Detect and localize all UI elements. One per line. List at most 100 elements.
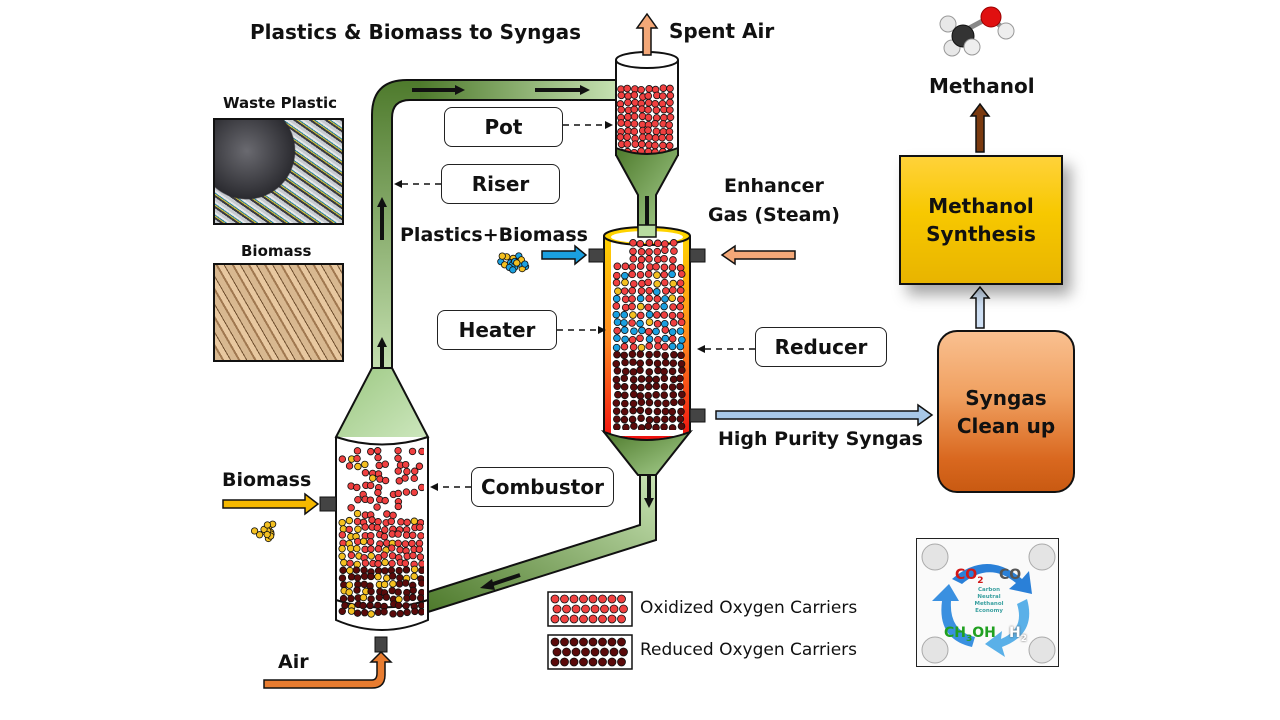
- legend-reduced-particle: [579, 637, 588, 647]
- plastic-particle: [668, 342, 677, 351]
- reduced-carrier-particle: [374, 601, 382, 610]
- biomass-particle: [636, 302, 645, 311]
- oxidized-carrier-particle: [630, 91, 639, 99]
- legend-reduced-particle: [598, 637, 607, 647]
- reduced-carrier-particle: [645, 350, 653, 359]
- callout-combustor: Combustor: [471, 467, 614, 507]
- cycle-center-4: Economy: [975, 608, 1003, 614]
- legend-oxidized-particle: [560, 614, 569, 624]
- oxidized-carrier-particle: [665, 121, 673, 129]
- reduced-carrier-particle: [620, 415, 629, 424]
- legend-reduced-particle: [552, 647, 562, 657]
- callout-leader-heater: [557, 326, 606, 334]
- legend-reduced-particle: [581, 647, 590, 657]
- reduced-carrier-particle: [620, 383, 629, 391]
- oxidized-carrier-particle: [416, 523, 424, 532]
- plastic-particle: [660, 320, 669, 328]
- reduced-carrier-particle: [630, 422, 638, 430]
- reduced-carrier-particle: [417, 601, 424, 610]
- oxidized-carrier-particle: [347, 551, 356, 559]
- plastics-biomass-label: Plastics+Biomass: [400, 224, 588, 246]
- oxidized-carrier-particle: [366, 538, 375, 546]
- oxidized-carrier-particle: [660, 113, 668, 122]
- reduced-carrier-particle: [676, 415, 685, 423]
- oxidized-carrier-particle: [410, 488, 418, 497]
- oxidized-carrier-particle: [367, 545, 375, 553]
- ch3oh-label-b: OH: [972, 625, 996, 641]
- reduced-carrier-particle: [653, 415, 661, 424]
- reduced-carrier-particle: [644, 422, 653, 430]
- oxidized-carrier-particle: [645, 239, 654, 247]
- plastic-particle: [612, 310, 621, 319]
- reduced-carrier-particle: [614, 390, 622, 399]
- biomass-particle: [410, 517, 419, 525]
- oxidized-carrier-particle: [654, 335, 662, 344]
- oxidized-carrier-particle: [373, 523, 382, 532]
- legend-reduced-particle: [607, 637, 617, 647]
- oxidized-carrier-particle: [409, 531, 417, 539]
- cycle-center-1: Carbon: [977, 587, 1001, 593]
- oxidized-carrier-particle: [624, 98, 632, 107]
- biomass-particle: [347, 544, 355, 553]
- legend-reduced-particle: [588, 637, 598, 647]
- oxidized-carrier-particle: [394, 530, 402, 538]
- reduced-carrier-particle: [621, 367, 630, 376]
- methanol-product-arrow: [969, 102, 991, 153]
- oxidized-carrier-particle: [652, 302, 660, 311]
- biomass-particle: [668, 294, 676, 302]
- legend-reduced-particle: [550, 637, 560, 647]
- plastic-particle: [645, 335, 654, 343]
- oxidized-carrier-particle: [388, 559, 396, 568]
- oxidized-carrier-particle: [620, 342, 629, 351]
- oxidized-carrier-particle: [394, 467, 402, 475]
- plastic-particle: [652, 288, 661, 296]
- oxidized-carrier-particle: [617, 91, 626, 100]
- oxidized-carrier-particle: [662, 287, 670, 295]
- legend-oxidized-particle: [579, 594, 588, 604]
- reduced-carrier-particle: [361, 608, 369, 617]
- feed-particle: [521, 260, 529, 268]
- legend-reduced-particle: [588, 657, 598, 667]
- reduced-carrier-particle: [662, 399, 670, 408]
- reduced-carrier-particle: [629, 375, 638, 384]
- reduced-carrier-particle: [360, 572, 369, 580]
- oxidized-carrier-particle: [628, 263, 637, 271]
- oxidized-carrier-particle: [617, 133, 625, 141]
- oxidized-carrier-particle: [353, 454, 361, 463]
- legend-oxidized-particle: [560, 594, 569, 604]
- legend-oxidized-particle: [569, 614, 579, 624]
- oxidized-carrier-particle: [612, 271, 621, 280]
- legend-reduced-particle: [590, 647, 600, 657]
- cycle-center-3: Methanol: [974, 601, 1004, 607]
- reduced-carrier-particle: [380, 608, 388, 616]
- reduced-carrier-particle: [677, 351, 685, 360]
- reduced-carrier-particle: [629, 368, 638, 376]
- legend-oxidized-particle: [569, 594, 579, 604]
- plastic-particle: [676, 327, 685, 335]
- reduced-carrier-particle: [653, 359, 662, 368]
- plastic-particle: [638, 326, 646, 335]
- reduced-carrier-particle: [396, 609, 405, 618]
- oxidized-carrier-particle: [668, 311, 677, 320]
- spent-air-label: Spent Air: [669, 19, 775, 43]
- reduced-carrier-particle: [644, 391, 652, 400]
- reduced-carrier-particle: [347, 594, 355, 603]
- oxidized-carrier-particle: [653, 295, 662, 303]
- oxidized-carrier-particle: [394, 502, 403, 511]
- oxidized-carrier-particle: [396, 546, 404, 554]
- oxidized-carrier-particle: [669, 286, 677, 294]
- reduced-carrier-particle: [612, 407, 621, 415]
- biomass-particle: [340, 559, 348, 567]
- plastic-particle: [645, 310, 654, 319]
- reduced-carrier-particle: [660, 391, 669, 399]
- air-label: Air: [278, 651, 309, 673]
- oxidized-carrier-particle: [677, 318, 686, 327]
- oxidized-carrier-particle: [617, 106, 626, 114]
- reduced-carrier-particle: [645, 398, 654, 407]
- plastic-particle: [612, 343, 621, 352]
- reduced-carrier-particle: [628, 415, 637, 424]
- plastic-particle: [668, 270, 676, 279]
- reduced-carrier-particle: [636, 392, 645, 400]
- feed-particle: [498, 252, 506, 260]
